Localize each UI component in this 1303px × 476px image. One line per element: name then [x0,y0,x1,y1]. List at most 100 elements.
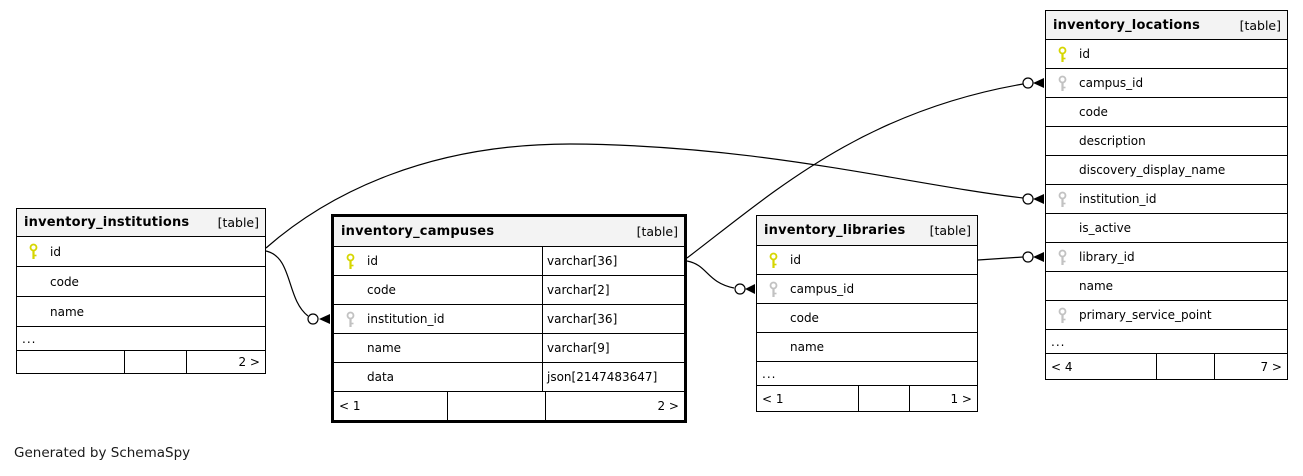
table-type-tag: [table] [1239,17,1281,33]
column-name: institution_id [1079,192,1157,206]
column-row-campus_id[interactable]: campus_id [1046,69,1287,98]
table-header-inventory_locations[interactable]: inventory_locations[table] [1046,11,1287,40]
pagination-mid [1156,354,1214,379]
column-name-part: primary_service_point [1046,301,1287,329]
column-row-library_id[interactable]: library_id [1046,243,1287,272]
column-name-part: name [334,334,542,362]
column-name-part: code [757,304,977,332]
pagination-footer: 2 > [17,351,265,373]
column-name: name [50,304,85,319]
foreign-key-icon [1058,191,1066,207]
foreign-key-icon [1058,75,1066,91]
table-type-tag: [table] [217,215,259,230]
column-row-code[interactable]: code [1046,98,1287,127]
pagination-prev: < 1 [339,399,361,413]
column-row-discovery_display_name[interactable]: discovery_display_name [1046,156,1287,185]
key-cell [334,253,360,270]
truncated-columns-indicator: ... [1046,330,1287,354]
key-cell [334,311,360,328]
column-name: description [1079,134,1146,148]
column-row-description[interactable]: description [1046,127,1287,156]
generated-by-caption: Generated by SchemaSpy [14,445,191,461]
column-row-name[interactable]: name [17,297,265,327]
column-row-campus_id[interactable]: campus_id [757,275,977,304]
column-name: institution_id [367,312,445,326]
column-name-part: name [757,333,977,361]
edge-libraries-to-locations [977,251,1044,263]
key-cell [1046,191,1072,208]
primary-key-icon [1058,46,1066,62]
column-name-part: code [1046,98,1287,126]
column-name-part: name [1046,272,1287,300]
edge-institutions-to-locations [265,143,1044,249]
column-name: id [1079,47,1090,61]
key-cell [1046,46,1072,63]
column-name-part: description [1046,127,1287,155]
truncated-columns-indicator: ... [757,362,977,386]
column-row-is_active[interactable]: is_active [1046,214,1287,243]
column-name: id [50,244,61,259]
table-header-inventory_libraries[interactable]: inventory_libraries [table] [757,216,977,246]
column-name: library_id [1079,250,1135,264]
column-name: code [1079,105,1108,119]
pagination-next: 2 > [186,351,265,373]
pagination-prev: < 1 [762,391,784,406]
pagination-next: 7 > [1214,354,1287,379]
column-name-part: library_id [1046,243,1287,271]
pagination-prev [17,351,124,373]
key-cell [757,281,783,298]
table-header-inventory_institutions[interactable]: inventory_institutions[table] [17,209,265,237]
table-name: inventory_campuses [341,224,495,239]
table-type-tag: [table] [929,223,971,238]
edge-campuses-to-locations [686,77,1044,259]
column-name-part: name [17,297,265,326]
column-row-name[interactable]: name [1046,272,1287,301]
column-name-part: institution_id [1046,185,1287,213]
column-name-part: data [334,363,542,391]
pagination-footer: < 1 1 > [757,386,977,411]
column-name-part: discovery_display_name [1046,156,1287,184]
column-name: id [790,253,801,267]
column-name-part: campus_id [757,275,977,303]
foreign-key-icon [1058,307,1066,323]
pagination-next: 1 > [909,386,977,411]
key-cell [1046,307,1072,324]
table-name: inventory_libraries [764,223,906,238]
column-name-part: id [334,247,542,275]
table-type-tag: [table] [636,224,678,239]
column-row-primary_service_point[interactable]: primary_service_point [1046,301,1287,330]
column-row-id[interactable]: id [17,237,265,267]
column-name-part: institution_id [334,305,542,333]
pagination-mid [858,386,909,411]
key-cell [1046,75,1072,92]
column-row-institution_id[interactable]: institution_id [1046,185,1287,214]
column-type: varchar[2] [542,276,684,304]
column-name: data [367,370,395,384]
column-name-part: code [334,276,542,304]
column-name-part: campus_id [1046,69,1287,97]
column-row-id[interactable]: id [757,246,977,275]
pagination-footer: < 1 2 > [334,392,684,420]
column-row-code[interactable]: code [17,267,265,297]
column-name-part: id [1046,40,1287,68]
column-row-id[interactable]: id [1046,40,1287,69]
column-row-code[interactable]: code [757,304,977,333]
pagination-mid [124,351,186,373]
column-name: campus_id [1079,76,1144,90]
column-name-part: is_active [1046,214,1287,242]
table-header-inventory_campuses[interactable]: inventory_campuses [table] [334,217,684,247]
pagination-mid [447,392,545,420]
pagination-next: 2 > [545,392,684,420]
column-row-name[interactable]: name [757,333,977,362]
column-name: code [790,311,819,325]
